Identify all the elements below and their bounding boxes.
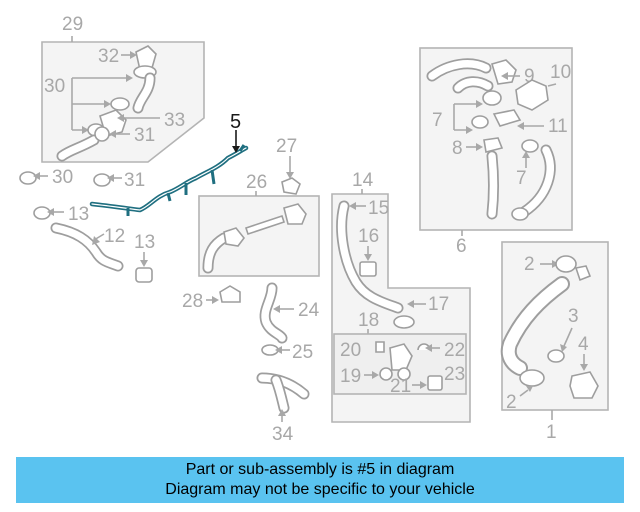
callout-24: 24 [298, 300, 320, 321]
callout-21: 21 [390, 376, 411, 397]
callout-14: 14 [352, 170, 374, 191]
callout-7-top: 7 [432, 110, 443, 131]
group-1-box: 1 2 3 4 2 [500, 241, 609, 443]
callout-2-top: 2 [524, 254, 535, 275]
callout-23: 23 [444, 364, 465, 385]
callout-6: 6 [456, 236, 467, 257]
group-29-box: 29 32 30 33 31 [41, 14, 205, 163]
banner-line-2: Diagram may not be specific to your vehi… [165, 481, 475, 498]
callout-16: 16 [358, 226, 379, 247]
callout-31-top: 31 [134, 125, 155, 146]
callout-13-right: 13 [134, 232, 155, 253]
callout-9: 9 [524, 66, 535, 87]
callout-19: 19 [340, 366, 361, 387]
callout-26: 26 [246, 172, 267, 193]
callout-18: 18 [358, 310, 379, 331]
callout-27: 27 [276, 136, 297, 157]
part-5-water-pipe: 5 [89, 111, 249, 216]
banner-line-1: Part or sub-assembly is #5 in diagram [185, 461, 455, 478]
group-26-box: 26 [198, 172, 320, 277]
group-6-box: 6 9 10 7 11 8 7 [419, 47, 573, 257]
callout-1: 1 [546, 422, 557, 443]
callout-28: 28 [182, 291, 203, 312]
callout-7-bottom: 7 [516, 168, 527, 189]
callout-32: 32 [98, 46, 119, 67]
callout-15: 15 [368, 198, 389, 219]
callout-29: 29 [62, 14, 83, 35]
callout-17: 17 [428, 294, 449, 315]
callout-30-top: 30 [44, 76, 65, 97]
callout-12: 12 [104, 226, 125, 247]
callout-30-loose: 30 [52, 167, 73, 188]
callout-4: 4 [578, 334, 589, 355]
callout-11: 11 [548, 116, 568, 137]
callout-25: 25 [292, 342, 313, 363]
group-14-box: 14 15 16 17 18 20 22 19 21 23 [331, 170, 471, 423]
callout-22: 22 [444, 340, 465, 361]
callout-34: 34 [272, 424, 294, 445]
callout-8: 8 [452, 138, 463, 159]
callout-5: 5 [230, 111, 241, 133]
callout-10: 10 [550, 62, 571, 83]
callout-3: 3 [568, 306, 579, 327]
info-banner: Part or sub-assembly is #5 in diagram Di… [16, 457, 624, 503]
callout-2-bottom: 2 [506, 392, 517, 413]
callout-13-left: 13 [68, 204, 89, 225]
callout-33: 33 [164, 110, 185, 131]
callout-20: 20 [340, 340, 361, 361]
callout-31-loose: 31 [124, 170, 145, 191]
